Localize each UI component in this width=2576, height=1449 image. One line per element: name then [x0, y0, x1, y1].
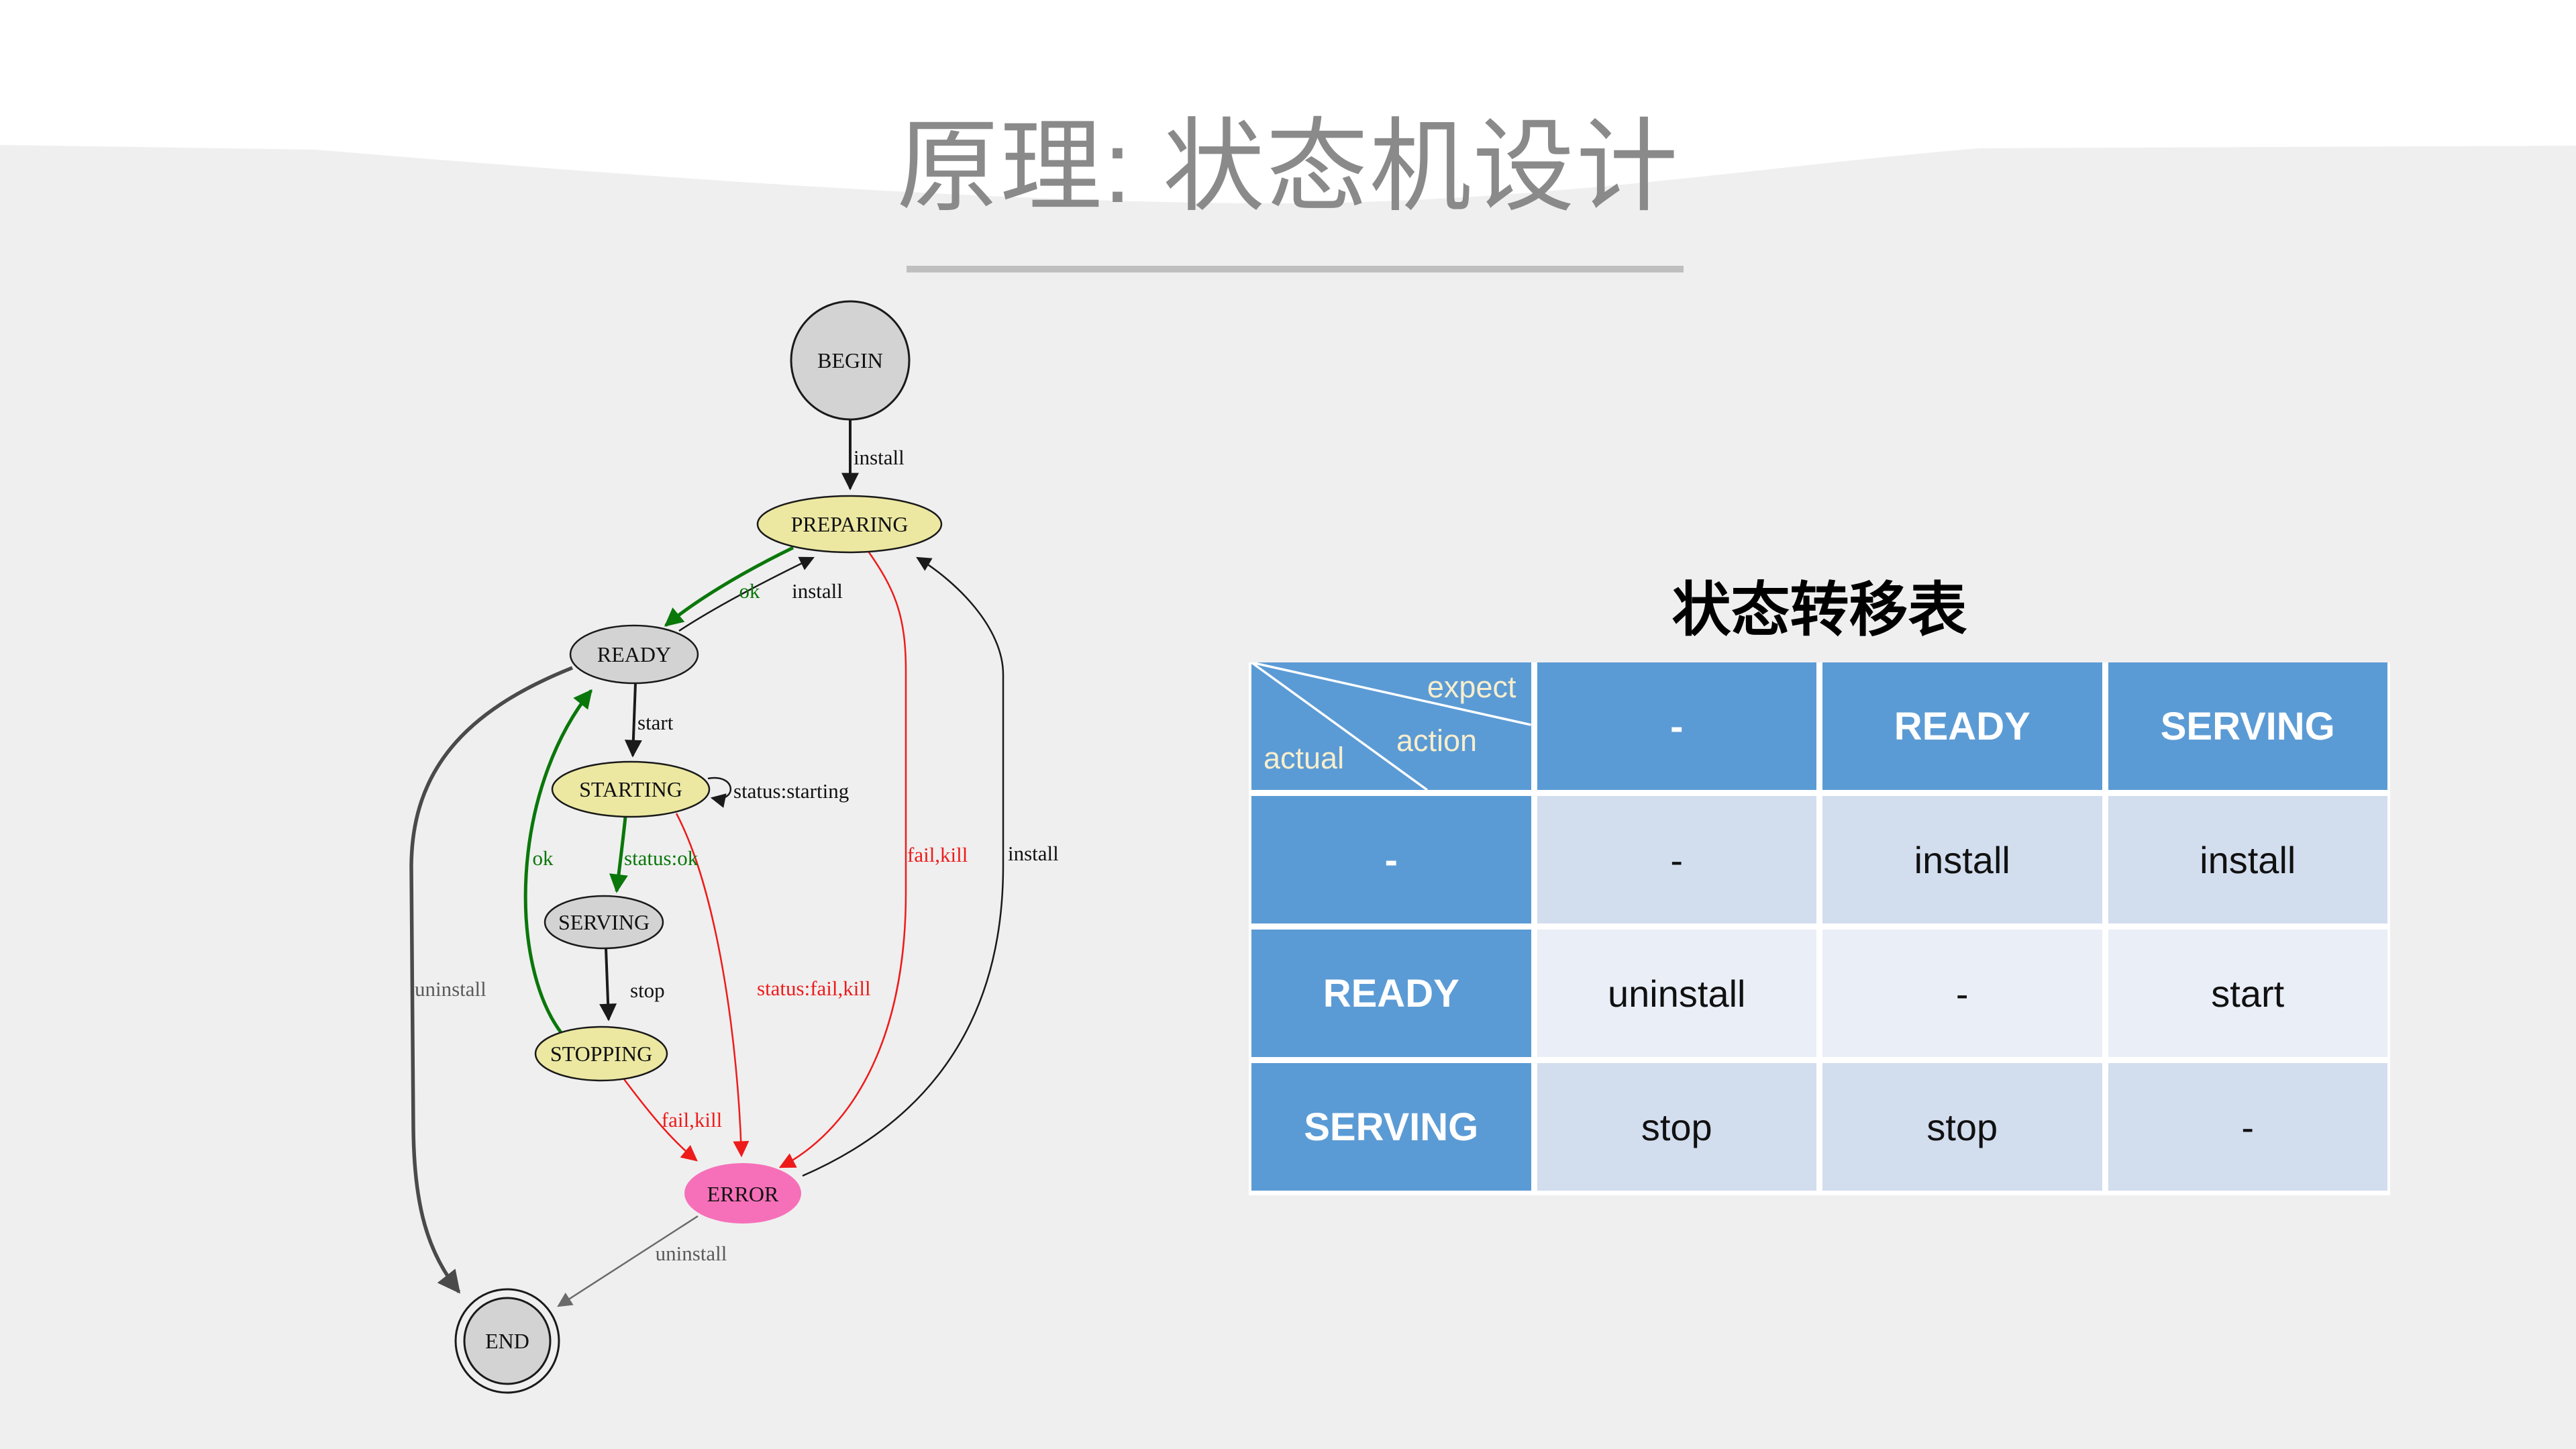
state-node-stopping: STOPPING	[534, 1026, 668, 1082]
edge-label-status-ok: status:ok	[624, 846, 699, 870]
edge-starting-serving	[609, 816, 628, 893]
edge-stopping-error	[623, 1079, 698, 1162]
transition-table-title: 状态转移表	[1671, 577, 1967, 643]
edge-label-stop: stop	[630, 979, 665, 1002]
svg-text:BEGIN: BEGIN	[817, 348, 883, 372]
column-header: -	[1537, 662, 1816, 790]
edge-label-ok-stopping: ok	[533, 846, 554, 870]
table-cell: install	[1822, 796, 2102, 923]
row-header: READY	[1251, 930, 1531, 1057]
edge-preparing-ready	[664, 546, 794, 627]
table-cell: -	[1822, 930, 2102, 1057]
edge-ready-end	[409, 666, 574, 1294]
table-cell: stop	[1537, 1063, 1816, 1191]
corner-label-action: action	[1396, 723, 1478, 758]
state-node-error: ERROR	[684, 1163, 801, 1223]
table-cell: install	[2108, 796, 2387, 923]
row-header: SERVING	[1251, 1063, 1531, 1191]
state-node-serving: SERVING	[544, 895, 664, 950]
edge-label-status-failkill: status:fail,kill	[757, 977, 871, 1000]
state-node-preparing: PREPARING	[756, 495, 943, 554]
svg-text:STARTING: STARTING	[579, 777, 682, 801]
state-node-end: END	[454, 1288, 560, 1394]
edge-label-start: start	[637, 711, 674, 734]
table-cell: -	[1537, 796, 1816, 923]
row-header: -	[1251, 796, 1531, 923]
column-header: READY	[1822, 662, 2102, 790]
edge-starting-selfloop	[707, 777, 731, 808]
column-header: SERVING	[2108, 662, 2387, 790]
edge-label-status-starting: status:starting	[733, 779, 849, 803]
edge-label-install-ready: install	[792, 579, 843, 603]
state-node-starting: STARTING	[551, 760, 711, 818]
table-cell: -	[2108, 1063, 2387, 1191]
svg-text:STOPPING: STOPPING	[550, 1042, 652, 1066]
edge-serving-stopping	[599, 948, 617, 1021]
page-title: 原理: 状态机设计	[896, 110, 1680, 224]
table-cell: stop	[1822, 1063, 2102, 1191]
edge-label-install-error: install	[1008, 842, 1059, 865]
table-cell: uninstall	[1537, 930, 1816, 1057]
edge-error-preparing	[802, 556, 1004, 1177]
table-corner-cell: expect action actual	[1251, 662, 1531, 790]
transition-table: expect action actual - READY SERVING - -…	[1249, 662, 2390, 1195]
state-node-ready: READY	[569, 624, 699, 685]
transition-table-panel: 状态转移表 expect action actual - READY SERVI…	[1249, 562, 2390, 1195]
title-underline	[907, 266, 1684, 272]
edge-label-install-begin: install	[854, 446, 905, 469]
svg-text:PREPARING: PREPARING	[791, 512, 909, 536]
corner-label-actual: actual	[1264, 741, 1345, 775]
edge-starting-error	[675, 813, 750, 1158]
background-wave	[0, 0, 2576, 203]
svg-text:READY: READY	[597, 642, 671, 666]
edge-label-ok-preparing: ok	[739, 579, 761, 603]
edge-label-uninstall-error: uninstall	[656, 1242, 727, 1265]
edge-label-failkill-stopping: fail,kill	[662, 1108, 722, 1132]
svg-text:ERROR: ERROR	[707, 1182, 779, 1206]
corner-label-expect: expect	[1427, 670, 1516, 704]
edge-ready-preparing	[678, 556, 815, 632]
edge-preparing-error	[778, 552, 907, 1168]
state-node-begin: BEGIN	[790, 300, 911, 421]
corner-diagonal-lines	[1251, 662, 1531, 790]
svg-text:SERVING: SERVING	[558, 910, 650, 934]
table-cell: start	[2108, 930, 2387, 1057]
edge-stopping-ready	[523, 689, 593, 1036]
edge-ready-starting	[624, 683, 642, 758]
edge-error-end	[557, 1215, 699, 1307]
svg-text:END: END	[485, 1329, 529, 1353]
edge-label-uninstall-ready: uninstall	[415, 977, 486, 1001]
edge-label-failkill-preparing: fail,kill	[907, 843, 968, 866]
